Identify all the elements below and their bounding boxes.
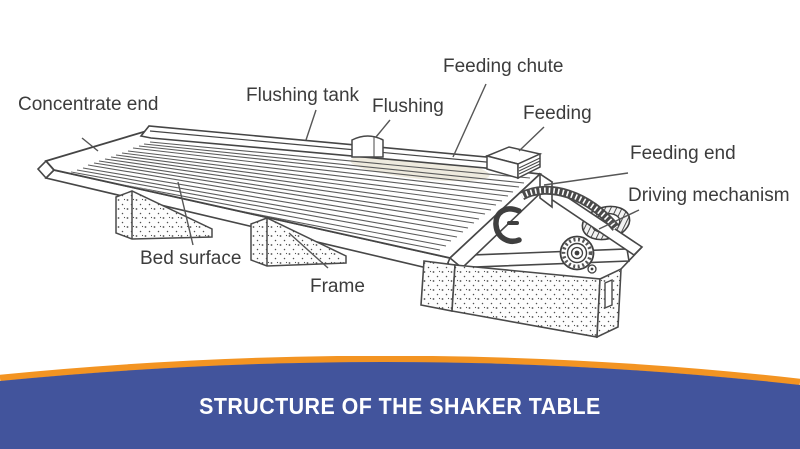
feeding-chute-box [484,146,543,180]
leader-driving-mechanism [598,209,640,230]
base-frame-slot [604,278,613,310]
label-concentrate-end: Concentrate end [18,94,159,115]
pulley-sheave [559,235,597,274]
hitch-bracket [493,206,522,244]
leader-flushing-tank [305,109,317,141]
leader-feeding [518,126,545,152]
title-banner: STRUCTURE OF THE SHAKER TABLE [0,356,800,449]
label-feeding: Feeding [523,103,592,124]
shaker-table-drawing [36,83,644,339]
base-frame [420,260,622,339]
leader-feeding-end [543,172,629,186]
flushing-box [351,135,384,158]
coupling-arc [519,185,620,231]
leader-concentrate-end [81,137,99,152]
banner-accent-curve [0,356,800,386]
label-bed-surface: Bed surface [140,248,242,269]
leader-flushing [375,119,391,138]
label-frame: Frame [310,276,365,297]
banner-title: STRUCTURE OF THE SHAKER TABLE [199,393,601,419]
leader-feeding-chute [452,83,487,158]
label-driving-mechanism: Driving mechanism [628,185,790,206]
leader-bed-surface [177,181,194,246]
label-flushing: Flushing [372,96,444,117]
leader-lines [81,83,640,269]
banner-blue-area [0,361,800,449]
label-feeding-chute: Feeding chute [443,56,564,77]
label-flushing-tank: Flushing tank [246,85,360,106]
leader-frame [288,232,329,269]
banner-wave [0,356,800,449]
label-feeding-end: Feeding end [630,143,736,164]
